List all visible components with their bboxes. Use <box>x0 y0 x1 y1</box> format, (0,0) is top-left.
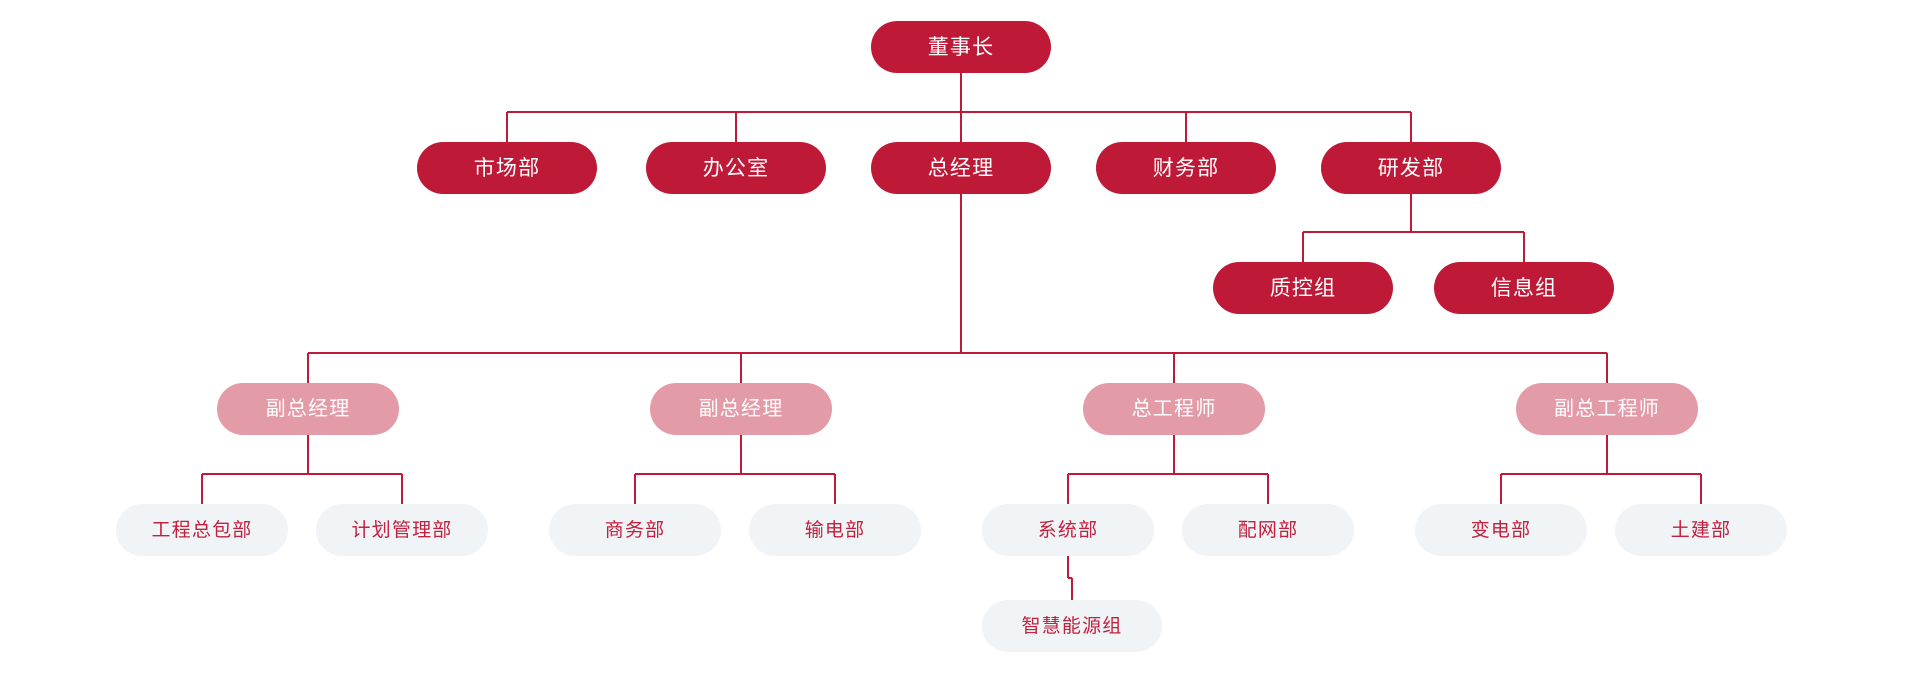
org-node-label: 办公室 <box>702 156 770 180</box>
org-node-epc-dept[interactable]: 工程总包部 <box>116 504 288 556</box>
org-node-label: 配网部 <box>1237 519 1299 541</box>
org-node-label: 输电部 <box>804 519 866 541</box>
org-node-chairman[interactable]: 董事长 <box>871 21 1051 73</box>
org-node-planning-dept[interactable]: 计划管理部 <box>316 504 488 556</box>
org-node-label: 质控组 <box>1269 276 1337 300</box>
org-node-label: 研发部 <box>1377 156 1445 180</box>
org-node-deputy-gm-1[interactable]: 副总经理 <box>217 383 399 435</box>
org-node-label: 副总工程师 <box>1554 398 1660 420</box>
org-node-label: 商务部 <box>604 519 666 541</box>
org-node-deputy-chief-eng[interactable]: 副总工程师 <box>1516 383 1698 435</box>
org-node-deputy-gm-2[interactable]: 副总经理 <box>650 383 832 435</box>
org-node-label: 副总经理 <box>698 398 784 420</box>
org-node-marketing[interactable]: 市场部 <box>417 142 597 194</box>
org-node-distribution[interactable]: 配网部 <box>1182 504 1354 556</box>
org-node-chief-engineer[interactable]: 总工程师 <box>1083 383 1265 435</box>
org-node-label: 智慧能源组 <box>1021 615 1123 637</box>
org-node-label: 副总经理 <box>265 398 351 420</box>
org-node-label: 土建部 <box>1670 519 1732 541</box>
org-node-label: 董事长 <box>927 35 995 59</box>
org-node-qc-group[interactable]: 质控组 <box>1213 262 1393 314</box>
org-node-general-manager[interactable]: 总经理 <box>871 142 1051 194</box>
org-node-system-dept[interactable]: 系统部 <box>982 504 1154 556</box>
org-node-label: 市场部 <box>473 156 541 180</box>
org-node-label: 总经理 <box>927 156 995 180</box>
org-node-label: 变电部 <box>1470 519 1532 541</box>
org-node-info-group[interactable]: 信息组 <box>1434 262 1614 314</box>
org-node-office[interactable]: 办公室 <box>646 142 826 194</box>
org-node-substation[interactable]: 变电部 <box>1415 504 1587 556</box>
org-node-label: 计划管理部 <box>351 519 453 541</box>
org-node-civil-dept[interactable]: 土建部 <box>1615 504 1787 556</box>
org-node-label: 财务部 <box>1152 156 1220 180</box>
org-node-label: 总工程师 <box>1131 398 1217 420</box>
org-node-commerce-dept[interactable]: 商务部 <box>549 504 721 556</box>
org-node-label: 系统部 <box>1037 519 1099 541</box>
org-node-label: 信息组 <box>1490 276 1558 300</box>
org-node-smart-energy[interactable]: 智慧能源组 <box>982 600 1162 652</box>
org-node-label: 工程总包部 <box>151 519 253 541</box>
org-node-finance[interactable]: 财务部 <box>1096 142 1276 194</box>
org-node-transmission[interactable]: 输电部 <box>749 504 921 556</box>
org-node-rnd[interactable]: 研发部 <box>1321 142 1501 194</box>
